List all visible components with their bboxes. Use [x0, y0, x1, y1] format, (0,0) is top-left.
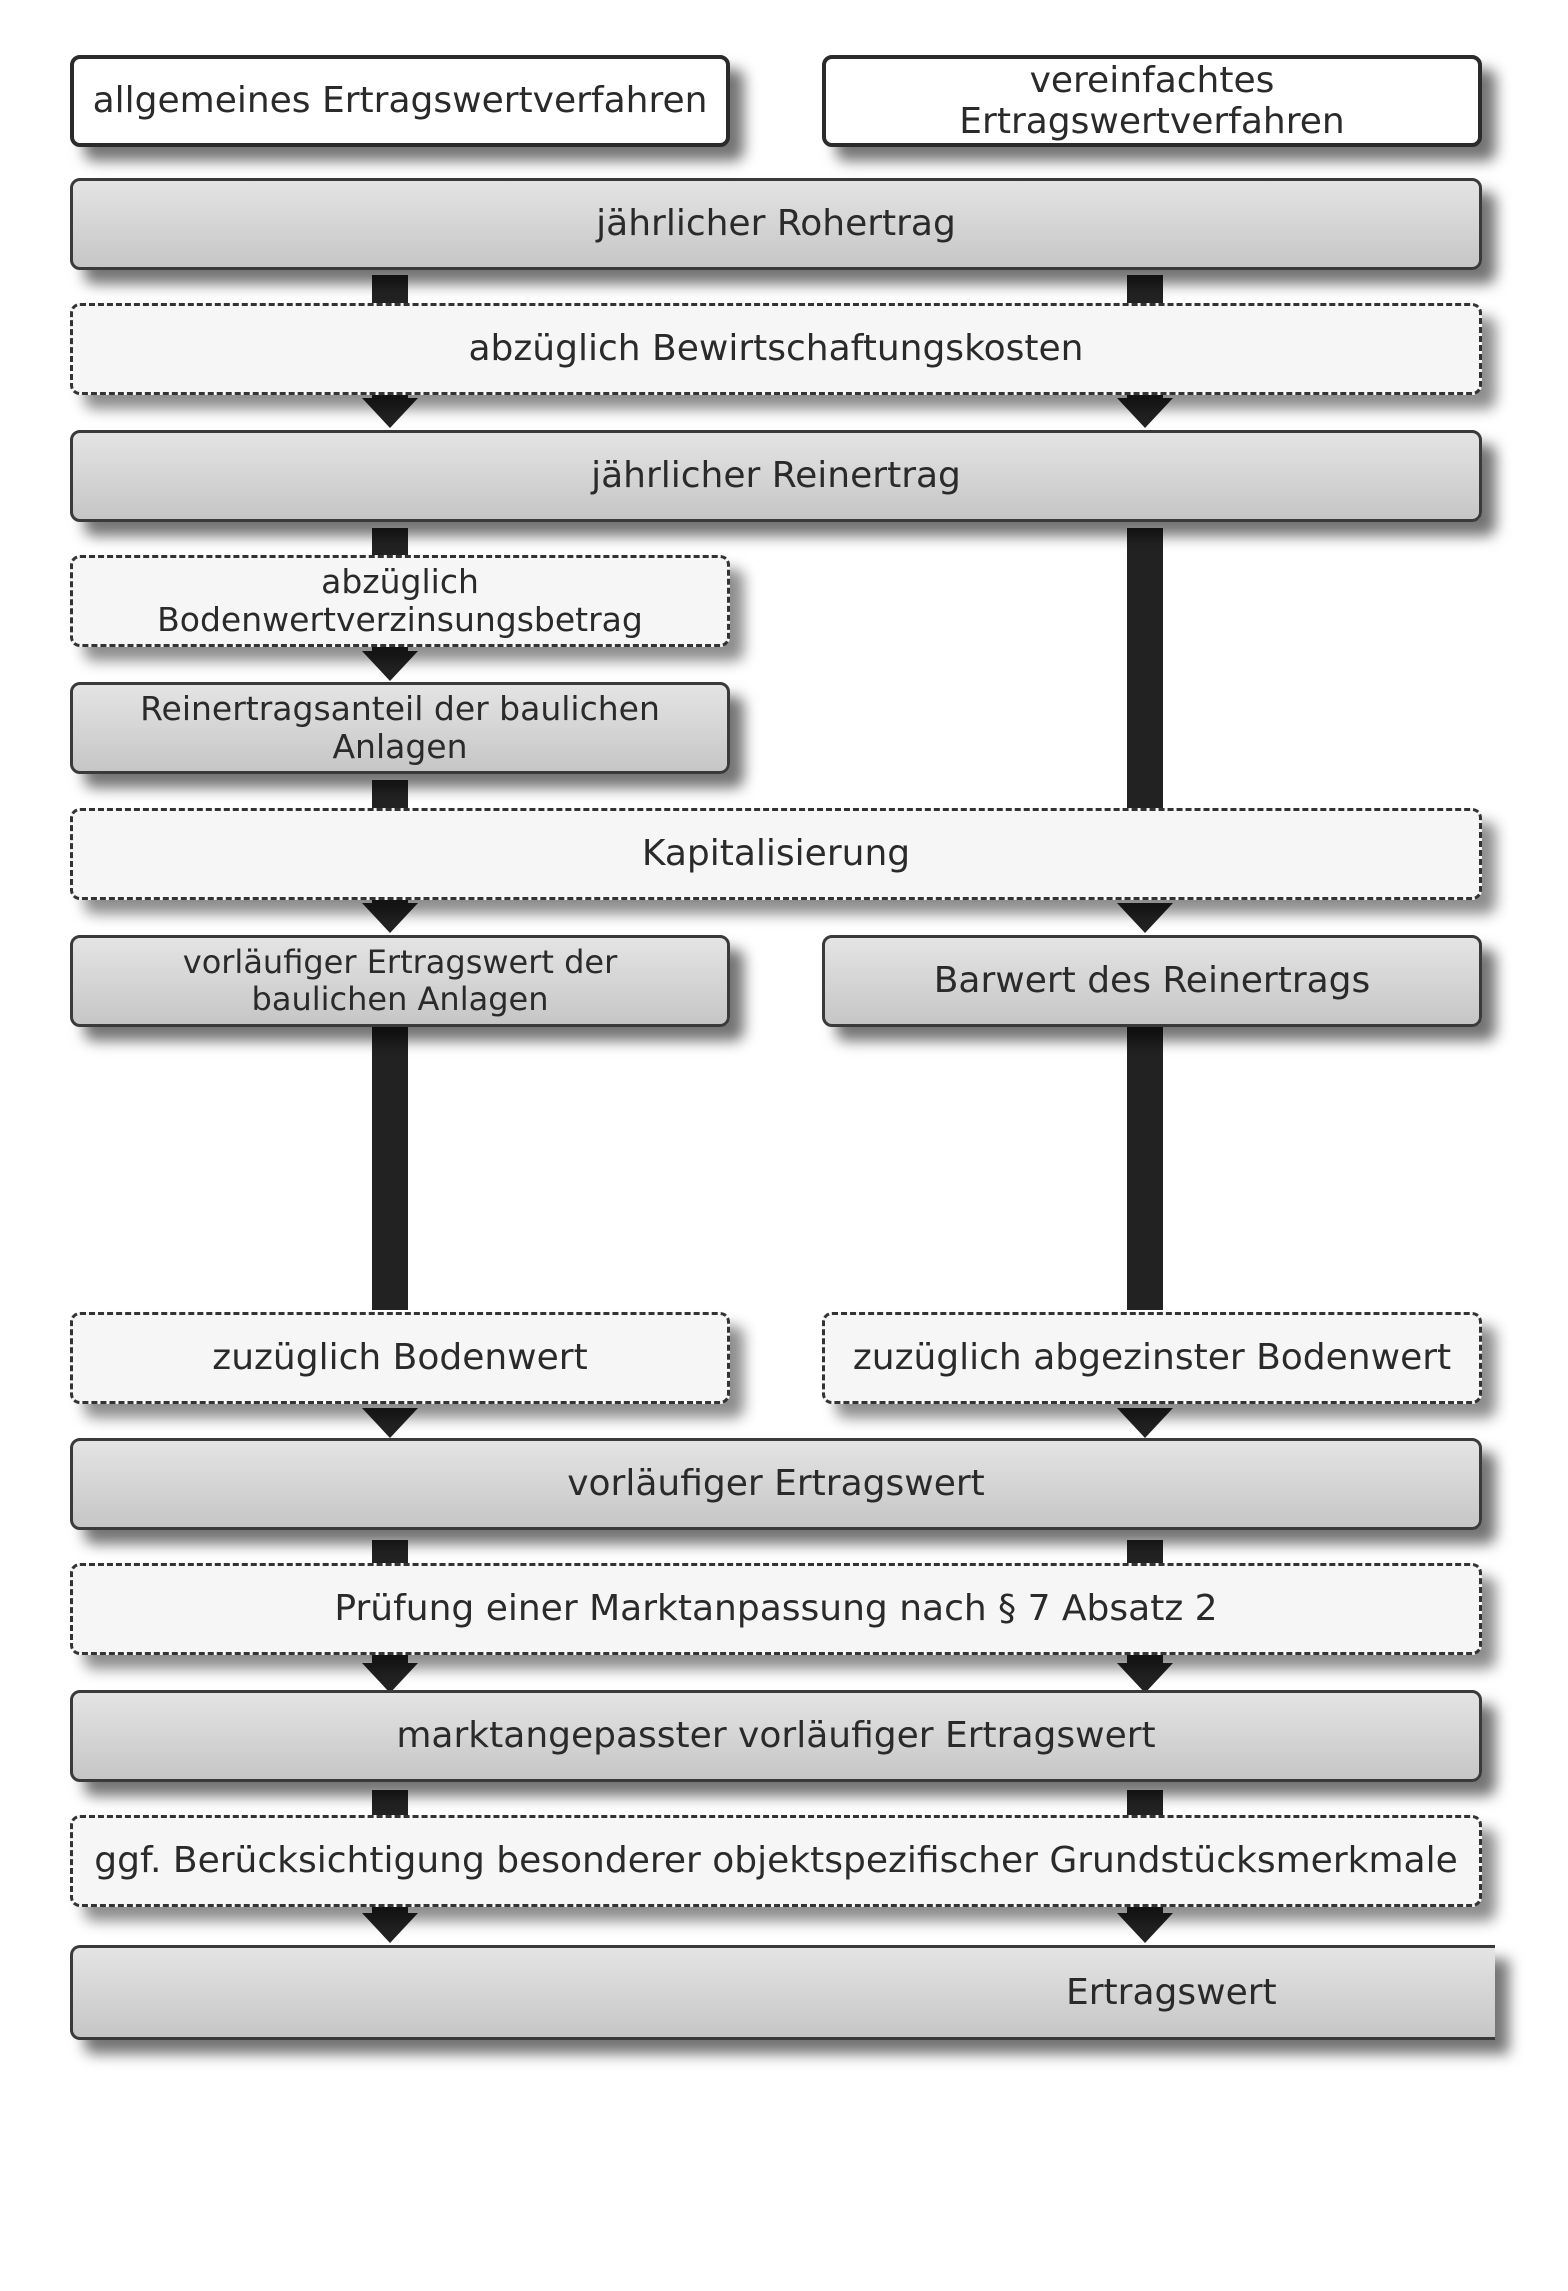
annual-gross-income-box: jährlicher Rohertrag	[70, 178, 1482, 270]
right-method-header: vereinfachtes Ertragswertverfahren	[822, 55, 1482, 147]
income-value-box: Ertragswert	[70, 1945, 1495, 2040]
income-value-label: Ertragswert	[1066, 1971, 1277, 2013]
arrowhead-left-4	[362, 1408, 418, 1438]
arrowhead-left-5	[362, 1663, 418, 1693]
special-property-features-box: ggf. Berücksichtigung besonderer objekts…	[70, 1815, 1482, 1907]
market-adjustment-check-box: Prüfung einer Marktanpassung nach § 7 Ab…	[70, 1563, 1482, 1655]
preliminary-income-value-box: vorläufiger Ertragswert	[70, 1438, 1482, 1530]
arrowhead-left-1	[362, 398, 418, 428]
minus-land-value-interest-box: abzüglich Bodenwertverzinsungsbetrag	[70, 555, 730, 647]
annual-net-income-box: jährlicher Reinertrag	[70, 430, 1482, 522]
capitalization-box: Kapitalisierung	[70, 808, 1482, 900]
arrowhead-left-6	[362, 1913, 418, 1943]
plus-discounted-land-value-box: zuzüglich abgezinster Bodenwert	[822, 1312, 1482, 1404]
preliminary-income-value-buildings-box: vorläufiger Ertragswert der baulichen An…	[70, 935, 730, 1027]
present-value-net-income-box: Barwert des Reinertrags	[822, 935, 1482, 1027]
arrowhead-right-6	[1117, 1913, 1173, 1943]
net-income-share-buildings-box: Reinertragsanteil der baulichen Anlagen	[70, 682, 730, 774]
arrowhead-left-2	[362, 651, 418, 681]
connector-left-4	[372, 1025, 408, 1310]
arrowhead-right-3	[1117, 903, 1173, 933]
arrowhead-right-5	[1117, 1663, 1173, 1693]
arrowhead-left-3	[362, 903, 418, 933]
market-adjusted-preliminary-value-box: marktangepasster vorläufiger Ertragswert	[70, 1690, 1482, 1782]
plus-land-value-box: zuzüglich Bodenwert	[70, 1312, 730, 1404]
left-method-header: allgemeines Ertragswertverfahren	[70, 55, 730, 147]
arrowhead-right-4	[1117, 1408, 1173, 1438]
minus-management-costs-box: abzüglich Bewirtschaftungskosten	[70, 303, 1482, 395]
connector-right-4	[1127, 1025, 1163, 1310]
arrowhead-right-1	[1117, 398, 1173, 428]
